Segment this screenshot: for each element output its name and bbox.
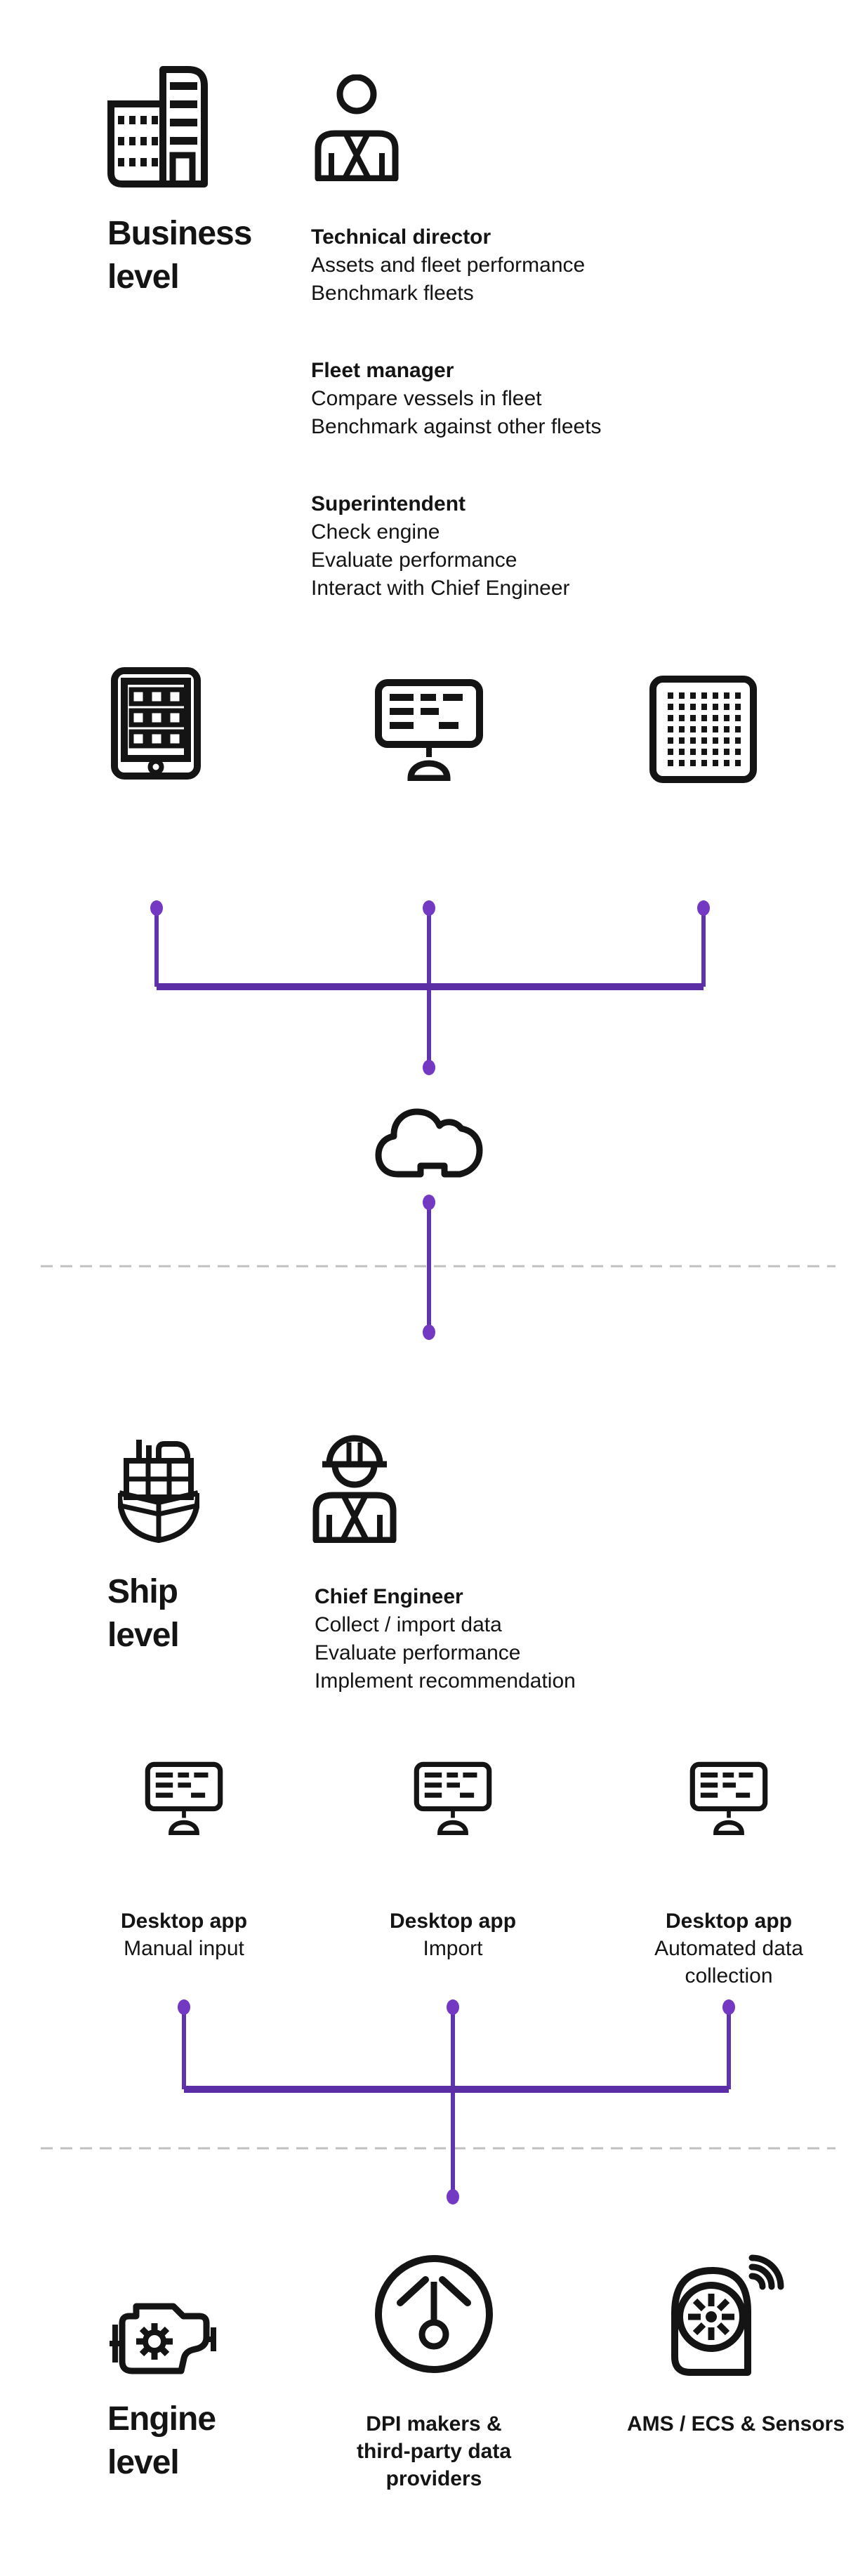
building-icon	[107, 65, 209, 188]
role-line: Benchmark against other fleets	[311, 415, 602, 438]
app-label-import: Desktop app Import	[362, 1907, 544, 1962]
role-title: Superintendent	[311, 492, 466, 515]
role-title: Technical director	[311, 225, 491, 249]
app-line: Automated data	[654, 1937, 803, 1960]
ship-icon	[118, 1434, 199, 1544]
engine-level-title: Engine level	[107, 2398, 216, 2485]
connector1-dot-cloud-top	[423, 1060, 435, 1075]
app-line: collection	[685, 1964, 773, 1987]
role-title: Fleet manager	[311, 359, 454, 382]
role-line: Evaluate performance	[311, 548, 517, 572]
ship-level-title-line2: level	[107, 1617, 180, 1654]
engine-level-title-line2: level	[107, 2444, 180, 2481]
app-label-manual-input: Desktop app Manual input	[93, 1907, 275, 1962]
desktop-monitor-icon	[689, 1761, 768, 1835]
businessperson-icon	[315, 74, 399, 181]
desktop-monitor-icon	[374, 678, 484, 781]
app-line: Manual input	[124, 1937, 244, 1960]
role-line: Implement recommendation	[315, 1669, 576, 1693]
business-level-title: Business level	[107, 212, 252, 299]
role-title: Chief Engineer	[315, 1585, 463, 1608]
ship-level-title: Ship level	[107, 1570, 180, 1657]
chief-engineer-role: Chief Engineer Collect / import data Eva…	[315, 1583, 576, 1695]
connector1-dot-ship-top	[423, 1325, 435, 1340]
desktop-monitor-icon	[414, 1761, 492, 1835]
app-title: Desktop app	[665, 1910, 793, 1933]
connector1-dot-right	[697, 900, 710, 916]
business-level-title-line2: level	[107, 258, 180, 296]
connector2-dot-left	[178, 1999, 190, 2015]
source-line: third-party data	[356, 2440, 512, 2463]
connector1-dot-center	[423, 900, 435, 916]
business-roles: Technical director Assets and fleet perf…	[311, 223, 602, 603]
role-group-superintendent: Superintendent Check engine Evaluate per…	[311, 490, 602, 603]
app-label-automated-data: Desktop app Automated data collection	[638, 1907, 820, 1990]
source-line: DPI makers &	[366, 2412, 502, 2436]
role-line: Compare vessels in fleet	[311, 387, 542, 410]
connector1-dot-cloud-bottom	[423, 1195, 435, 1210]
business-level-title-line1: Business	[107, 215, 252, 252]
source-label-dpi-makers: DPI makers & third-party data providers	[336, 2410, 532, 2492]
role-line: Collect / import data	[315, 1613, 502, 1636]
connector2-dot-center	[447, 1999, 459, 2015]
source-line: AMS / ECS & Sensors	[626, 2412, 845, 2436]
role-line: Interact with Chief Engineer	[311, 577, 570, 600]
role-line: Benchmark fleets	[311, 282, 474, 305]
app-title: Desktop app	[389, 1910, 517, 1933]
app-line: Import	[423, 1937, 483, 1960]
sensor-wifi-icon	[669, 2254, 788, 2378]
chief-engineer-icon	[312, 1434, 397, 1543]
grid-dots	[668, 692, 741, 766]
connector2-dot-right	[722, 1999, 735, 2015]
role-line: Check engine	[311, 520, 440, 544]
source-line: providers	[385, 2467, 482, 2490]
connector2-dot-bottom	[447, 2189, 459, 2204]
source-label-ams-ecs-sensors: AMS / ECS & Sensors	[616, 2410, 855, 2438]
cloud-icon	[374, 1097, 484, 1180]
role-line: Assets and fleet performance	[311, 254, 586, 277]
engine-icon	[107, 2298, 216, 2375]
role-line: Evaluate performance	[315, 1641, 521, 1664]
desktop-monitor-icon	[145, 1761, 223, 1835]
role-group-technical-director: Technical director Assets and fleet perf…	[311, 223, 602, 308]
role-group-fleet-manager: Fleet manager Compare vessels in fleet B…	[311, 357, 602, 441]
engine-level-title-line1: Engine	[107, 2400, 216, 2438]
connector1-dot-left	[150, 900, 163, 916]
tablet-icon	[111, 667, 201, 780]
app-title: Desktop app	[120, 1910, 248, 1933]
data-grid-icon	[649, 676, 757, 783]
gauge-icon	[372, 2251, 496, 2379]
ship-level-title-line1: Ship	[107, 1573, 178, 1610]
